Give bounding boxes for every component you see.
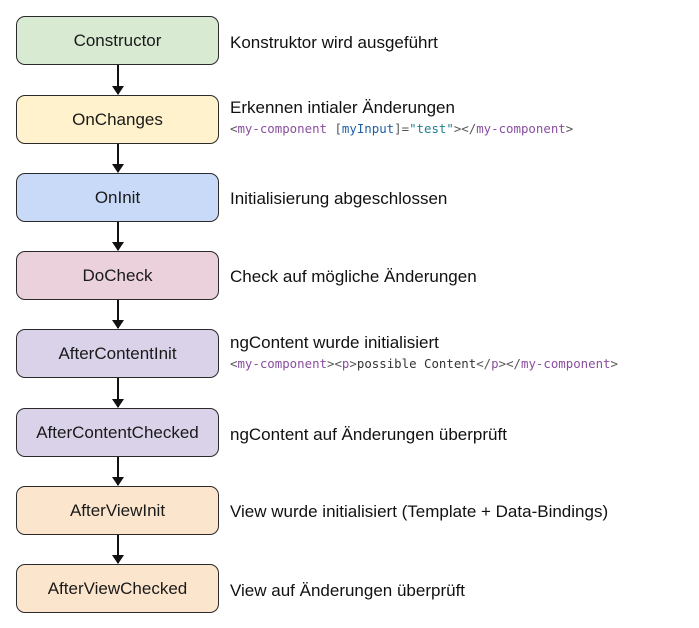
flow-arrow bbox=[112, 222, 124, 251]
code-tag: p bbox=[491, 356, 499, 371]
description-onchanges: Erkennen intialer Änderungen bbox=[230, 98, 455, 117]
description-docheck: Check auf mögliche Änderungen bbox=[230, 267, 477, 286]
lifecycle-node-constructor: Constructor bbox=[16, 16, 219, 65]
code-token: ]= bbox=[394, 121, 410, 136]
flow-arrow bbox=[112, 457, 124, 486]
flow-arrow bbox=[112, 535, 124, 564]
description-oninit: Initialisierung abgeschlossen bbox=[230, 189, 448, 208]
code-tag: my-component bbox=[237, 121, 327, 136]
lifecycle-node-onchanges: OnChanges bbox=[16, 95, 219, 144]
code-example-aftercontentinit: <my-component><p>possible Content</p></m… bbox=[230, 356, 618, 371]
code-token: ></ bbox=[453, 121, 477, 136]
lifecycle-node-aftercontentinit: AfterContentInit bbox=[16, 329, 219, 378]
code-token: > bbox=[565, 121, 574, 136]
code-token: >< bbox=[327, 356, 342, 371]
flow-arrow bbox=[112, 144, 124, 173]
code-attribute: myInput bbox=[341, 121, 395, 136]
description-aftercontentinit: ngContent wurde initialisiert bbox=[230, 333, 439, 352]
code-token: [ bbox=[327, 121, 342, 136]
description-afterviewinit: View wurde initialisiert (Template + Dat… bbox=[230, 502, 609, 521]
code-tag: p bbox=[341, 356, 350, 371]
description-afterviewchecked: View auf Änderungen überprüft bbox=[230, 581, 466, 600]
flow-arrow bbox=[112, 300, 124, 329]
flow-arrow bbox=[112, 65, 124, 95]
code-tag: my-component bbox=[476, 121, 566, 136]
lifecycle-node-afterviewchecked: AfterViewChecked bbox=[16, 564, 219, 613]
code-token: > bbox=[349, 356, 357, 371]
lifecycle-node-aftercontentchecked: AfterContentChecked bbox=[16, 408, 219, 457]
flow-arrow bbox=[112, 378, 124, 408]
code-tag: my-component bbox=[237, 356, 327, 371]
description-constructor: Konstruktor wird ausgeführt bbox=[230, 33, 438, 52]
lifecycle-node-afterviewinit: AfterViewInit bbox=[16, 486, 219, 535]
code-tag: my-component bbox=[521, 356, 611, 371]
code-string: "test" bbox=[409, 121, 454, 136]
code-token: ></ bbox=[498, 356, 521, 371]
lifecycle-node-docheck: DoCheck bbox=[16, 251, 219, 300]
code-example-onchanges: <my-component [myInput]="test"></my-comp… bbox=[230, 121, 573, 136]
code-token: </ bbox=[476, 356, 492, 371]
description-aftercontentchecked: ngContent auf Änderungen überprüft bbox=[230, 425, 507, 444]
code-token: < bbox=[230, 356, 238, 371]
lifecycle-node-oninit: OnInit bbox=[16, 173, 219, 222]
code-token: < bbox=[230, 121, 238, 136]
code-content: possible Content bbox=[356, 356, 477, 371]
code-token: > bbox=[610, 356, 618, 371]
